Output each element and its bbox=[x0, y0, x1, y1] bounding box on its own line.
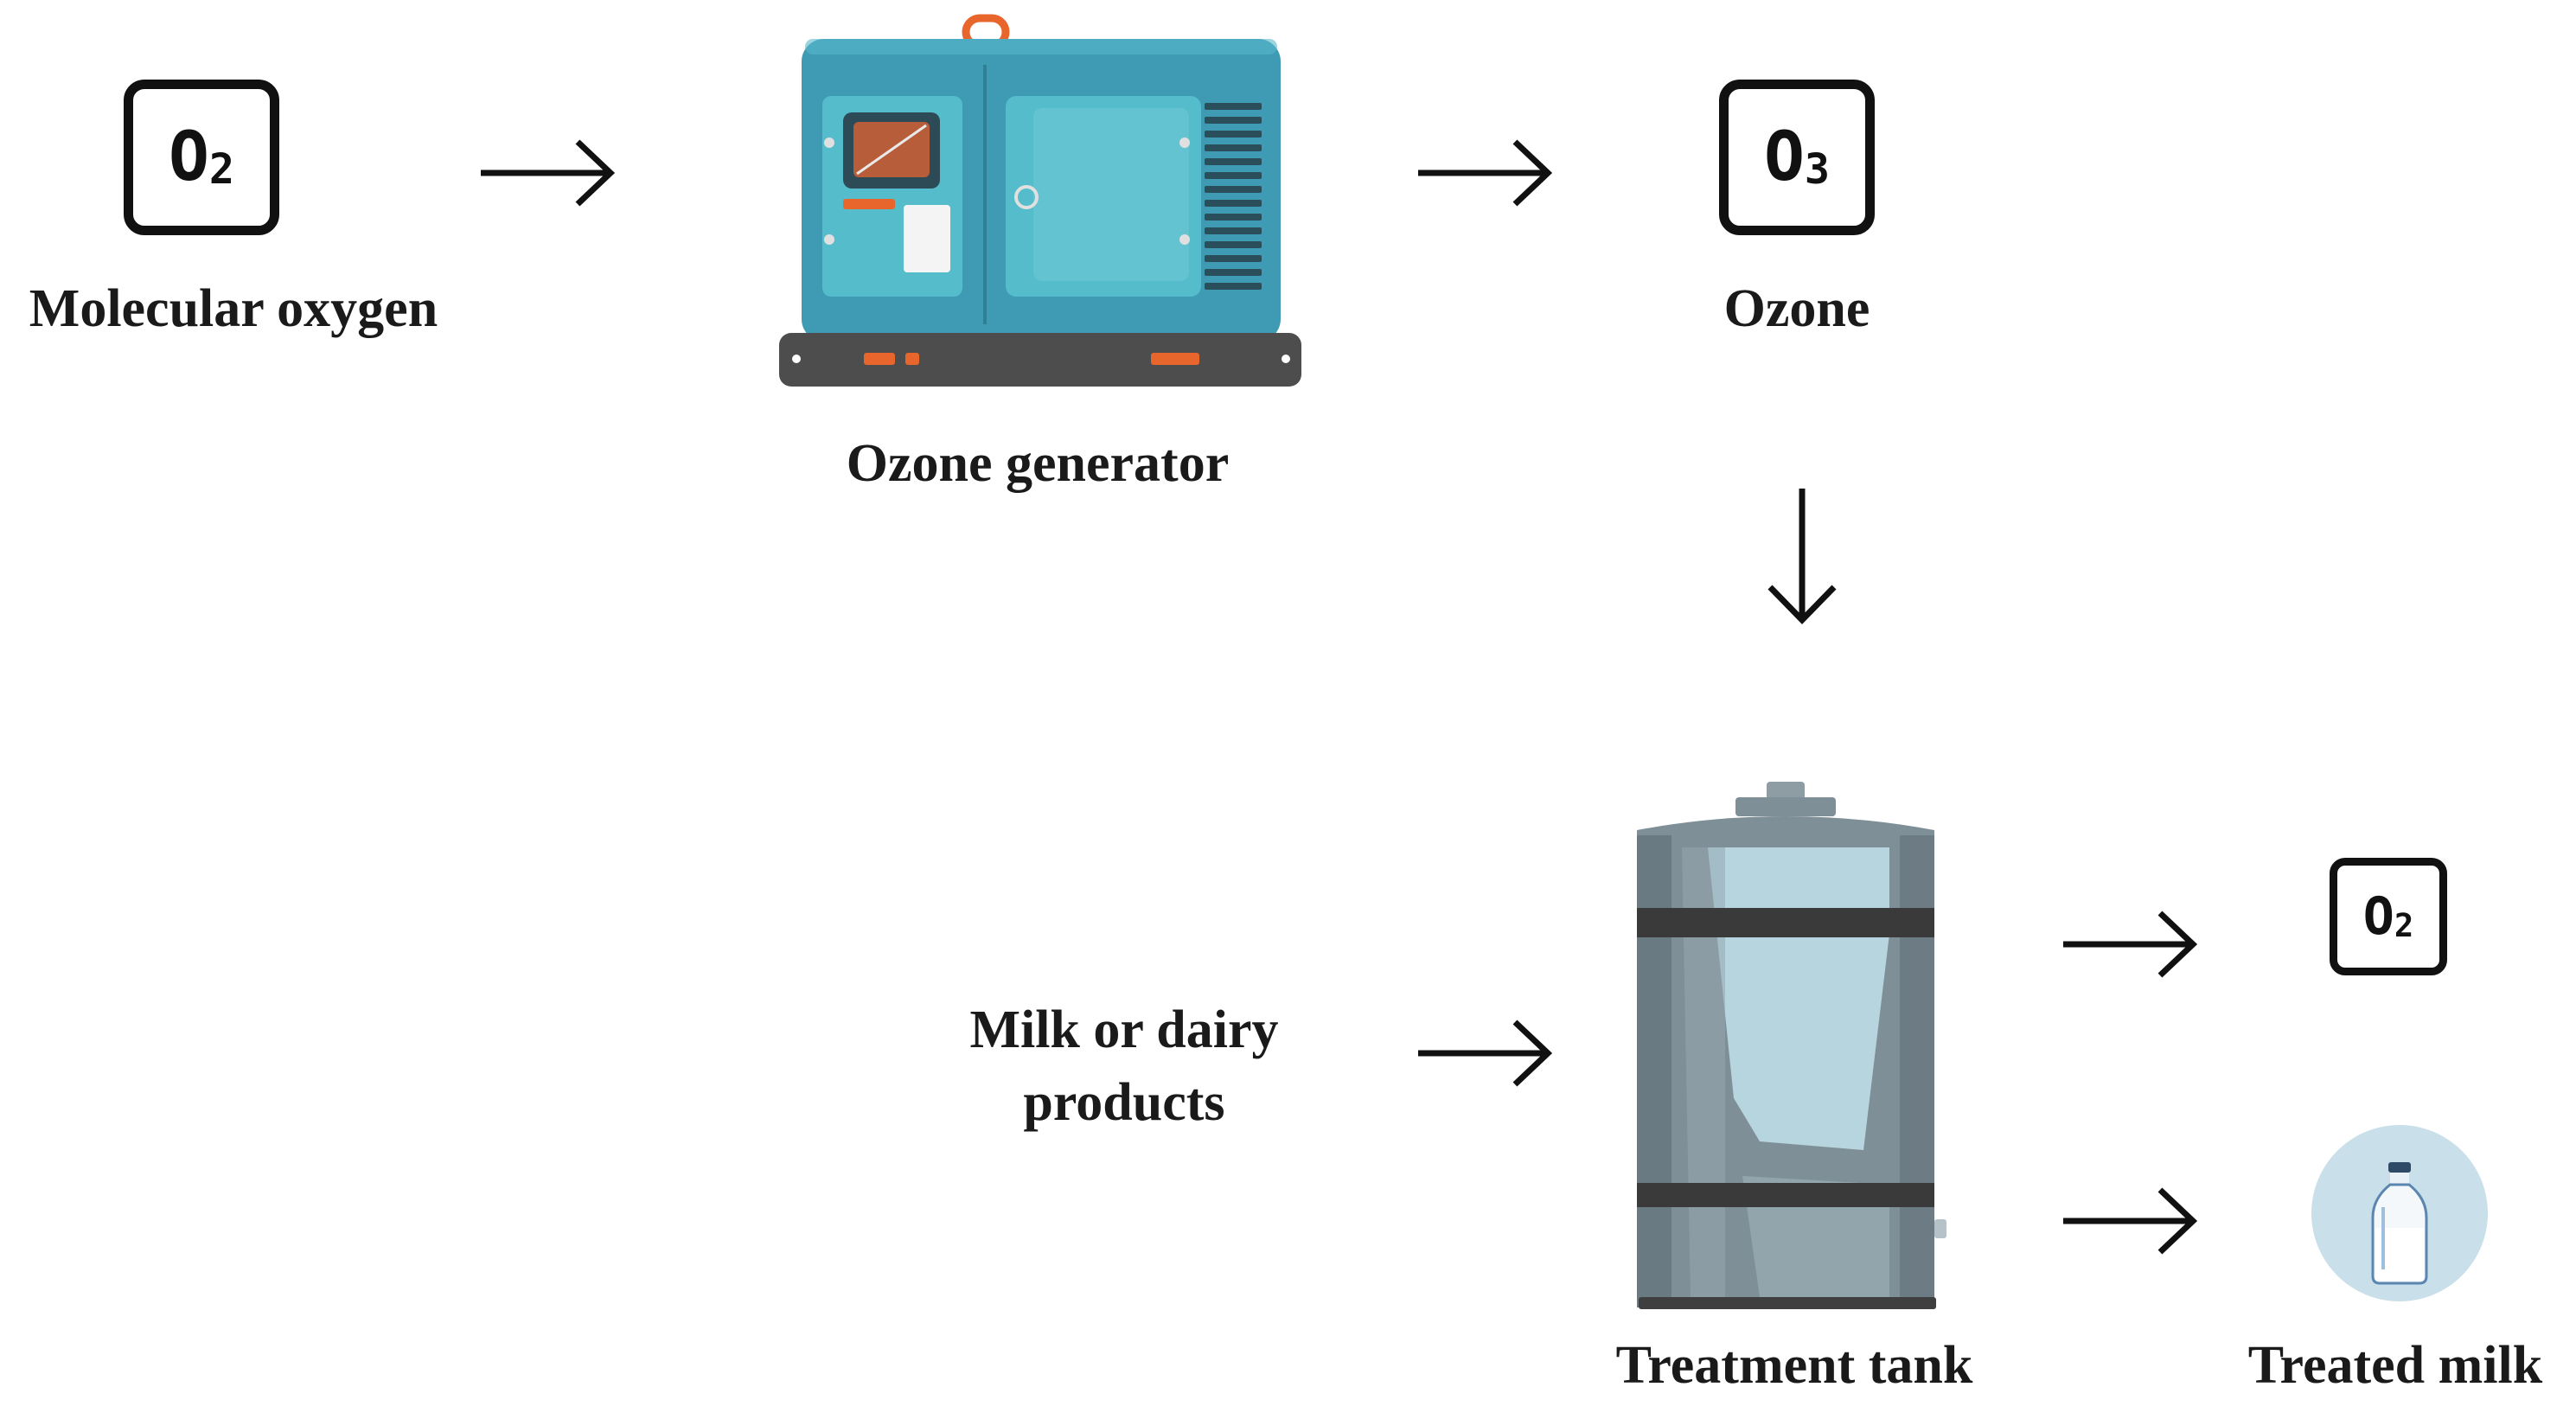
ozone-generator-illustration bbox=[779, 14, 1301, 387]
arrow-tank-to-oxygen bbox=[2063, 911, 2198, 978]
milk-input-label-line2: products bbox=[1023, 1072, 1225, 1132]
treatment-tank-illustration bbox=[1637, 782, 1946, 1309]
milk-input-label-line1: Milk or dairy bbox=[969, 1000, 1279, 1059]
o2-output-subscript: 2 bbox=[2394, 906, 2414, 945]
arrow-tank-to-treated-milk bbox=[2063, 1187, 2198, 1255]
arrow-generator-to-ozone bbox=[1418, 139, 1553, 207]
o2-input-subscript: 2 bbox=[208, 144, 235, 194]
molecular-oxygen-label: Molecular oxygen bbox=[29, 279, 438, 338]
o2-input-letter: O bbox=[168, 118, 209, 196]
arrow-oxygen-to-generator bbox=[481, 139, 616, 207]
o3-letter: O bbox=[1763, 118, 1805, 196]
milk-bottle-icon bbox=[2311, 1125, 2488, 1301]
milk-input-label: Milk or dairy products bbox=[917, 994, 1332, 1139]
o3-subscript: 3 bbox=[1804, 144, 1831, 194]
arrow-milk-to-tank bbox=[1418, 1020, 1553, 1087]
ozone-label: Ozone bbox=[1723, 279, 1870, 338]
treatment-tank-label: Treatment tank bbox=[1615, 1336, 1973, 1395]
o2-output-letter: O bbox=[2362, 886, 2394, 947]
arrow-ozone-to-tank bbox=[1767, 489, 1837, 625]
ozone-generator-label: Ozone generator bbox=[846, 434, 1230, 493]
treated-milk-label: Treated milk bbox=[2247, 1336, 2543, 1395]
